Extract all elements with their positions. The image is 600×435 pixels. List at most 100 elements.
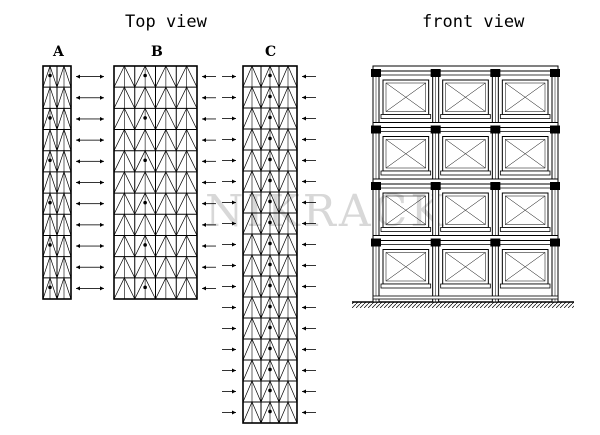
load-arrow-left-head [232, 389, 236, 394]
load-arrow-left-head [100, 95, 104, 100]
beam-connector [550, 238, 560, 247]
pallet-cross [505, 82, 546, 112]
upright-dot [268, 178, 272, 183]
pallet-base [499, 170, 551, 176]
upright-dot [268, 115, 272, 120]
load-arrow-right-head [302, 200, 306, 205]
pallet-triangle [113, 255, 136, 278]
load-arrow-right-head [302, 284, 306, 289]
upright-dot [143, 285, 147, 290]
pallet-triangle [113, 149, 136, 173]
load-arrow-right-head [302, 95, 306, 100]
pallet-triangle [42, 170, 58, 194]
load-arrow-right-head [302, 137, 306, 142]
pallet-triangle [56, 86, 72, 109]
beam [372, 122, 559, 128]
load-arrow-right-head [302, 368, 306, 373]
upright-dot [268, 409, 272, 414]
pallet-triangle [155, 86, 177, 109]
pallet-triangle [56, 170, 72, 194]
load-arrow-right-head [76, 95, 80, 100]
upright-dot [143, 73, 147, 78]
beam [372, 235, 559, 241]
upright-dot [268, 136, 272, 141]
load-arrow-left-head [232, 158, 236, 163]
pallet-triangle [134, 277, 156, 300]
pallet-triangle [42, 128, 58, 151]
load-arrow-right-head [76, 180, 80, 185]
pallet-load-inner [505, 252, 546, 282]
beam-connector [371, 238, 381, 247]
beam [372, 178, 559, 185]
pallet-load-inner [385, 139, 426, 169]
load-arrow-left-head [100, 138, 104, 143]
upright-dot [268, 262, 272, 267]
pallet-cross [445, 252, 486, 282]
pallet-load-inner [385, 195, 426, 225]
upright-dot [268, 346, 272, 351]
pallet-cross [445, 195, 486, 225]
load-arrow-right-head [302, 347, 306, 352]
load-arrow-left-head [232, 284, 236, 289]
pallet-triangle [42, 149, 58, 173]
load-arrow-right-head [202, 116, 206, 121]
load-arrow-left-head [100, 265, 104, 270]
load-arrow-left-head [100, 222, 104, 227]
pallet-triangle [175, 277, 198, 300]
load-arrow-right-head [302, 389, 306, 394]
pallet-load-inner [445, 82, 486, 112]
pallet-triangle [155, 255, 177, 278]
upright-dot [268, 220, 272, 225]
upright-dot [143, 116, 147, 120]
load-arrow-right-head [302, 221, 306, 226]
beam-connector [371, 125, 381, 134]
bottom-rail [372, 295, 559, 300]
load-arrow-left-head [232, 95, 236, 100]
load-arrow-right-head [202, 95, 206, 100]
pallet-triangle [113, 86, 136, 109]
beam-connector [550, 182, 560, 190]
load-arrow-left-head [232, 221, 236, 226]
pallet-base [440, 283, 491, 289]
pallet-triangle [175, 128, 198, 151]
upright-dot [143, 200, 147, 205]
pallet-triangle [113, 277, 136, 300]
beam-connector [550, 69, 560, 77]
beam-connector [430, 238, 441, 247]
pallet-cross [445, 139, 486, 169]
pallet-triangle [56, 276, 72, 300]
front-view-elevation [352, 65, 574, 308]
load-arrow-right-head [76, 138, 80, 143]
pallet-triangle [134, 149, 156, 173]
pallet-base [499, 227, 551, 232]
pallet-load-inner [385, 82, 426, 112]
beam-connector [550, 125, 560, 134]
pallet-cross [505, 195, 546, 225]
load-arrow-right-head [302, 326, 306, 331]
load-arrow-right-head [302, 158, 306, 163]
load-arrow-right-head [76, 201, 80, 206]
upright-dot [48, 243, 52, 247]
upright-dot [268, 388, 272, 393]
pallet-cross [505, 139, 546, 169]
top-view-title: Top view [125, 12, 208, 32]
pallet-triangle [42, 255, 58, 278]
pallet-triangle [155, 149, 177, 173]
load-arrow-right-head [202, 74, 206, 79]
load-arrow-right-head [76, 74, 80, 79]
pallet-base [380, 227, 432, 232]
pallet-base [440, 227, 491, 232]
load-arrow-right-head [302, 242, 306, 247]
pallet-triangle [175, 171, 198, 194]
beam-connector [371, 69, 381, 77]
load-arrow-left-head [100, 180, 104, 185]
pallet-load-inner [445, 195, 486, 225]
load-arrow-right-head [202, 159, 206, 164]
beam-connector [490, 125, 501, 134]
load-arrow-right-head [302, 116, 306, 121]
load-arrow-right-head [76, 244, 80, 249]
upright-dot [268, 73, 272, 78]
pallet-triangle [134, 255, 156, 278]
load-arrow-right-head [302, 305, 306, 310]
